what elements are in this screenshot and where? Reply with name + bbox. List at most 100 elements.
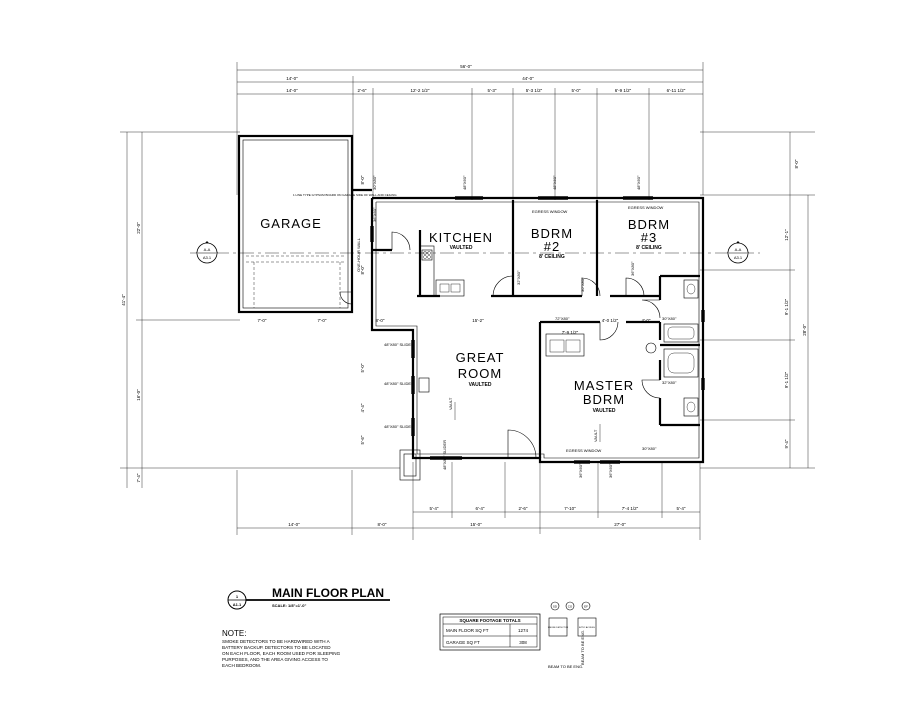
dim-int-hall-2: 4'-0 1/2" xyxy=(602,318,619,323)
one-hour-wall-label: ONE-HOUR WALL xyxy=(356,237,361,271)
dim-int-hall-4: 8'-0" xyxy=(376,318,385,323)
dim-right-a: 8'-0" xyxy=(794,159,799,168)
section-tag-top-right: A-A xyxy=(735,247,742,252)
dim-top-row2-a: 14'-0" xyxy=(286,76,298,81)
sqft-row-2-value: 308 xyxy=(519,640,527,645)
dim-top-row2-b: 44'-0" xyxy=(522,76,534,81)
room-sub-bdrm2: 8' CEILING xyxy=(539,254,565,260)
drawing-title: MAIN FLOOR PLAN xyxy=(272,586,384,600)
dim-garage-w2: 7'-0" xyxy=(318,318,327,323)
dim-int-left-5: 5'-6" xyxy=(360,435,365,444)
dim-right-b: 12'-1" xyxy=(784,229,789,241)
room-label-master-2: BDRM xyxy=(583,392,625,407)
room-sub-great: VAULTED xyxy=(469,382,492,388)
dim-left-lower: 16'-0" xyxy=(136,389,141,401)
dim-int-left-3: 5'-0" xyxy=(360,363,365,372)
section-tag-bottom: A3.1 xyxy=(203,255,212,260)
note-line-2: BATTERY BACKUP. DETECTORS TO BE LOCATED xyxy=(222,645,331,650)
dim-int-left-1: 8'-0" xyxy=(360,175,365,184)
dim-bottom-r3-a: 14'-0" xyxy=(288,522,300,527)
door-tag-7: 32"X80" xyxy=(662,380,677,385)
egress-label-bdrm3: EGRESS WINDOW xyxy=(628,205,664,210)
dim-bottom-r1-b: 6'-4" xyxy=(476,506,485,511)
dim-garage-w1: 7'-0" xyxy=(258,318,267,323)
beam-note-left: BEAM TO BE ENG. xyxy=(548,664,583,669)
egress-label-bdrm2: EGRESS WINDOW xyxy=(532,209,568,214)
dim-left-garage-depth: 22'-0" xyxy=(136,222,141,234)
dim-int-hall-1: 7'-9 1/2" xyxy=(562,330,579,335)
slider-tag-1: 48"X80" SLIDER xyxy=(384,342,414,347)
section-tag-bottom-right: A3.1 xyxy=(734,255,743,260)
right-dimension-lines xyxy=(700,131,815,469)
sqft-row-1-label: MAIN FLOOR SQ FT xyxy=(446,628,489,633)
dim-bottom-r2-a: 15'-0" xyxy=(470,522,482,527)
sqft-table xyxy=(439,613,541,651)
kitchen-fixtures xyxy=(419,245,585,357)
legend-symbols xyxy=(548,601,597,637)
dim-left-overall: 41'-4" xyxy=(121,294,126,306)
title-block xyxy=(227,590,390,610)
vault-label-great: VAULT xyxy=(448,397,453,410)
section-marker-left: A-A A3.1 xyxy=(196,241,218,264)
dim-right-d: 9'-1 1/2" xyxy=(784,371,789,388)
room-label-kitchen: KITCHEN xyxy=(429,230,493,245)
dim-bottom-r3-b: 8'-0" xyxy=(378,522,387,527)
dim-top-row3-e: 5'-3 1/2" xyxy=(526,88,543,93)
window-tag-4: 48"X60" xyxy=(636,175,641,190)
window-tag-1: 36"X60" xyxy=(372,207,377,222)
windows xyxy=(370,196,705,464)
dim-bottom-r1-d: 7'-10" xyxy=(564,506,576,511)
dim-right-c: 9'-1 1/2" xyxy=(784,298,789,315)
room-label-bdrm3-num: #3 xyxy=(641,230,657,245)
dim-bottom-r2-b: 27'-0" xyxy=(614,522,626,527)
section-tag-top: A-A xyxy=(204,247,211,252)
beam-note-right: BEAM TO BE ENG. xyxy=(580,630,585,665)
dim-bottom-r1-e: 7'-4 1/2" xyxy=(622,506,639,511)
dim-bottom-r1-f: 5'-4" xyxy=(677,506,686,511)
bottom-dimension-lines xyxy=(236,462,701,540)
room-label-great-2: ROOM xyxy=(458,366,502,381)
note-line-5: EACH BEDROOM. xyxy=(222,663,261,668)
legend-symbol-co: CO xyxy=(568,605,573,609)
dim-int-hall-3: 15'-2" xyxy=(472,318,484,323)
dim-bottom-r1-a: 5'-4" xyxy=(430,506,439,511)
slider-tag-2: 48"X80" SLIDER xyxy=(384,381,414,386)
fireplace xyxy=(418,377,430,393)
dim-int-left-2: 8'-0" xyxy=(360,265,365,274)
room-label-great: GREAT xyxy=(456,350,505,365)
window-tag-2: 48"X60" xyxy=(462,175,467,190)
room-label-master: MASTER xyxy=(574,378,634,393)
door-tag-6: 30"X80" xyxy=(662,316,677,321)
dim-overall-width: 56'-0" xyxy=(460,64,472,69)
dim-left-bottom: 7'-4" xyxy=(136,473,141,482)
doors xyxy=(339,231,661,459)
drawing-scale: SCALE: 1/8"=1'-0" xyxy=(272,603,307,608)
dim-top-row3-a: 14'-0" xyxy=(286,88,298,93)
left-dimension-lines xyxy=(120,131,400,488)
legend-box-2: ATTIC ACCESS xyxy=(579,626,595,629)
door-tag-3: 36"X80" xyxy=(630,261,635,276)
door-tag-8: 30"X80" xyxy=(642,446,657,451)
room-label-bdrm2: BDRM xyxy=(531,226,573,241)
dim-top-row3-h: 6'-11 1/2" xyxy=(667,88,686,93)
slider-tag-4: 48"X80" SLIDER xyxy=(442,440,447,470)
window-tag-3: 48"X60" xyxy=(552,175,557,190)
garage-note: 1 LINE TYPE GYPSUM BOARD ON GARAGE SIDE … xyxy=(293,193,397,197)
note-line-1: SMOKE DETECTORS TO BE HARDWIRED WITH A xyxy=(222,639,331,644)
dim-top-row3-g: 6'-9 1/2" xyxy=(615,88,632,93)
door-tag-5: 72"X80" xyxy=(555,316,570,321)
room-sub-bdrm3: 8' CEILING xyxy=(636,245,662,251)
door-tag-4: 30"X80" xyxy=(580,277,585,292)
note-line-4: PURPOSES, AND THE AREA GIVING ACCESS TO xyxy=(222,657,328,662)
legend-symbol-sd: SD xyxy=(553,605,558,609)
egress-label-master: EGRESS WINDOW xyxy=(566,448,602,453)
door-tag-2: 32"X80" xyxy=(516,270,521,285)
door-tag-1: 30"X80" xyxy=(372,175,377,190)
bath-fixtures xyxy=(645,279,699,417)
vault-label-master: VAULT xyxy=(593,429,598,442)
slider-tag-3: 48"X80" SLIDER xyxy=(384,424,414,429)
dim-top-row3-f: 5'-0" xyxy=(572,88,581,93)
dim-int-left-4: 4'-4" xyxy=(360,403,365,412)
dim-right-e: 9'-4" xyxy=(784,439,789,448)
